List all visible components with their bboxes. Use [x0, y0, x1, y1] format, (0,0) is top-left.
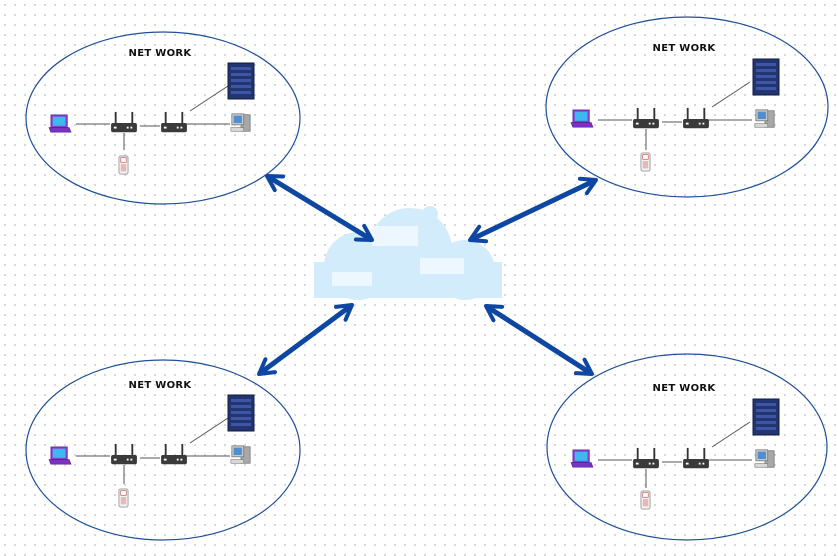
desktop-pc-icon — [754, 449, 775, 468]
network-label: NET WORK — [653, 383, 717, 394]
arrow-top-right — [468, 176, 598, 244]
server-icon — [752, 58, 780, 96]
server-icon — [227, 394, 255, 432]
phone-icon — [118, 155, 129, 175]
desktop-pc-icon — [754, 109, 775, 128]
connection-arrows — [257, 173, 598, 377]
cloud-icon — [314, 206, 502, 300]
network-group-4: NET WORK — [546, 353, 828, 541]
desktop-pc-icon — [230, 445, 251, 464]
connection-lines — [76, 417, 230, 484]
laptop-icon — [570, 109, 594, 128]
router-icon — [683, 447, 709, 469]
network-group-1: NET WORK — [25, 31, 301, 205]
server-icon — [227, 62, 255, 100]
router-icon — [111, 111, 137, 133]
connection-lines — [598, 421, 752, 488]
laptop-icon — [48, 114, 72, 133]
arrow-bottom-right — [484, 303, 594, 377]
router-icon — [683, 107, 709, 129]
server-icon — [752, 398, 780, 436]
phone-icon — [640, 152, 651, 172]
network-label: NET WORK — [129, 48, 193, 59]
arrow-bottom-left — [257, 302, 354, 377]
phone-icon — [640, 490, 651, 510]
phone-icon — [118, 488, 129, 508]
router-icon — [161, 111, 187, 133]
router-icon — [633, 447, 659, 469]
connection-lines — [598, 81, 752, 150]
network-label: NET WORK — [653, 43, 717, 54]
laptop-icon — [570, 449, 594, 468]
network-group-2: NET WORK — [545, 16, 829, 198]
router-icon — [161, 443, 187, 465]
desktop-pc-icon — [230, 113, 251, 132]
router-icon — [633, 107, 659, 129]
router-icon — [111, 443, 137, 465]
arrow-top-left — [265, 173, 374, 243]
network-group-3: NET WORK — [25, 359, 301, 541]
laptop-icon — [48, 446, 72, 465]
connection-lines — [76, 85, 230, 150]
network-label: NET WORK — [129, 380, 193, 391]
